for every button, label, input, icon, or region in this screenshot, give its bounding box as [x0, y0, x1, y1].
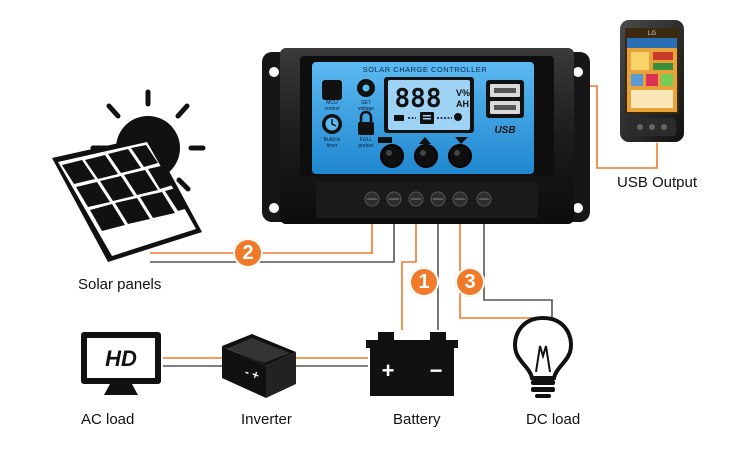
svg-text:protect: protect	[358, 143, 374, 149]
terminal-2	[386, 191, 402, 207]
wire-solar-negative	[150, 222, 395, 263]
inverter-label: Inverter	[241, 411, 292, 428]
build-in-timer-icon: Build-in timer	[322, 114, 342, 149]
badge-1: 1	[409, 267, 439, 297]
set-voltage-icon: SET voltage	[357, 79, 375, 112]
lcd-status-row	[394, 112, 462, 124]
svg-text:Build-in: Build-in	[324, 137, 341, 143]
button-middle[interactable]	[414, 144, 438, 168]
wire-dcload-positive	[459, 222, 534, 319]
usb-output-label: USB Output	[617, 174, 698, 191]
svg-text:- +: - +	[243, 365, 261, 383]
svg-text:timer: timer	[326, 143, 337, 149]
phone-icon: LG	[620, 20, 684, 142]
badge-2: 2	[233, 238, 263, 268]
terminal-5	[452, 191, 468, 207]
hd-label: HD	[105, 346, 137, 371]
mcu-control-icon: MCU control	[322, 80, 342, 112]
dc-load-label: DC load	[526, 411, 581, 428]
dc-load-bulb-icon	[513, 315, 573, 398]
terminal-1	[364, 191, 380, 207]
lcd-digits: 888	[395, 84, 442, 114]
wire-battery-positive	[401, 222, 417, 330]
phone-brand: LG	[648, 31, 656, 37]
terminal-3	[408, 191, 424, 207]
ac-load-label: AC load	[81, 411, 135, 428]
wires	[150, 85, 658, 367]
controller-title: SOLAR CHARGE CONTROLLER	[363, 65, 488, 74]
terminal-4	[430, 191, 446, 207]
wire-dcload-negative	[483, 222, 553, 318]
ac-load-monitor-icon: HD	[81, 332, 161, 395]
battery-label: Battery	[393, 411, 441, 428]
badge-3: 3	[455, 267, 485, 297]
usb-label: USB	[494, 125, 515, 136]
wire-usb	[588, 85, 658, 169]
svg-text:FULL: FULL	[360, 137, 372, 143]
button-right[interactable]	[448, 144, 472, 168]
solar-charge-controller: SOLAR CHARGE CONTROLLER MCU control SET …	[262, 48, 590, 224]
battery-icon: + −	[366, 332, 458, 396]
full-protect-icon: FULL protect	[358, 110, 374, 149]
terminal-6	[476, 191, 492, 207]
svg-text:SET: SET	[361, 100, 371, 106]
lcd-units-top: V%	[456, 88, 470, 98]
solar-panels-label: Solar panels	[78, 276, 162, 293]
usb-ports: USB	[486, 80, 524, 136]
svg-text:−: −	[430, 358, 443, 383]
lcd-units-bottom: AH	[456, 99, 469, 109]
svg-text:voltage: voltage	[358, 106, 374, 112]
wire-solar-positive	[150, 222, 373, 254]
button-symbols	[378, 137, 468, 144]
svg-text:MCU: MCU	[326, 100, 338, 106]
terminal-block	[364, 191, 492, 207]
lcd-display: 888 V% AH	[384, 77, 474, 133]
svg-text:+: +	[382, 358, 395, 383]
button-left[interactable]	[380, 144, 404, 168]
inverter-icon: - +	[222, 334, 296, 398]
solar-panel-icon	[52, 89, 206, 262]
svg-text:control: control	[324, 106, 339, 112]
